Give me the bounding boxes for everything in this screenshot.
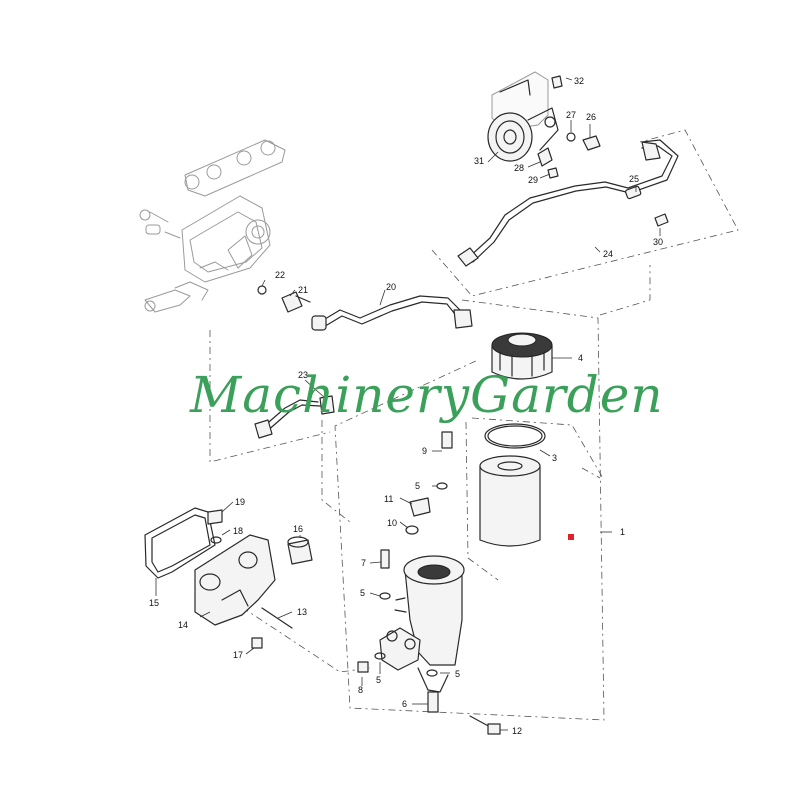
callout-31: 31 (474, 156, 484, 166)
filter-element (479, 455, 541, 547)
ghost-engine-housing (139, 139, 286, 313)
callout-28: 28 (514, 163, 524, 173)
callout-12: 12 (512, 726, 522, 736)
fittings-left (207, 509, 313, 649)
housing-14 (194, 534, 276, 626)
callout-5-middle: 5 (360, 588, 365, 598)
callout-4: 4 (578, 353, 583, 363)
callout-14: 14 (178, 620, 188, 630)
callout-24: 24 (603, 249, 613, 259)
callout-21: 21 (298, 285, 308, 295)
callout-18: 18 (233, 526, 243, 536)
filter-housing-body (379, 555, 465, 693)
callout-5-lower-right: 5 (455, 669, 460, 679)
fuel-line-20 (311, 295, 473, 331)
callout-8: 8 (358, 685, 363, 695)
callout-15: 15 (149, 598, 159, 608)
callout-3: 3 (552, 453, 557, 463)
callout-17: 17 (233, 650, 243, 660)
o-ring-3 (484, 423, 546, 449)
red-square-marker (568, 534, 574, 540)
callout-6: 6 (402, 699, 407, 709)
callout-5-upper: 5 (415, 481, 420, 491)
callout-16: 16 (293, 524, 303, 534)
callout-32: 32 (574, 76, 584, 86)
callout-25: 25 (629, 174, 639, 184)
callout-1: 1 (620, 527, 625, 537)
callout-labels: 1 3 4 5 5 5 5 6 7 8 9 10 11 12 13 14 15 … (149, 76, 663, 736)
filter-cap-4 (491, 332, 553, 380)
gasket-15 (144, 507, 216, 579)
callout-11: 11 (384, 494, 393, 504)
callout-30: 30 (653, 237, 663, 247)
leader-lines (155, 77, 661, 731)
callout-22: 22 (275, 270, 285, 280)
callout-20: 20 (386, 282, 396, 292)
callout-10: 10 (387, 518, 397, 528)
callout-23: 23 (298, 370, 308, 380)
fuel-line-24 (457, 139, 679, 267)
callout-27: 27 (566, 110, 576, 120)
callout-9: 9 (422, 446, 427, 456)
small-fittings-center (357, 431, 501, 735)
callout-13: 13 (297, 607, 307, 617)
callout-19: 19 (235, 497, 245, 507)
callout-7: 7 (361, 558, 366, 568)
callout-29: 29 (528, 175, 538, 185)
callout-5-lower-left: 5 (376, 675, 381, 685)
fuel-line-23 (254, 395, 335, 439)
watermark-text: MachineryGarden (189, 366, 664, 424)
ghost-fuel-pump (487, 71, 559, 162)
small-fittings-right (537, 75, 669, 227)
callout-26: 26 (586, 112, 596, 122)
